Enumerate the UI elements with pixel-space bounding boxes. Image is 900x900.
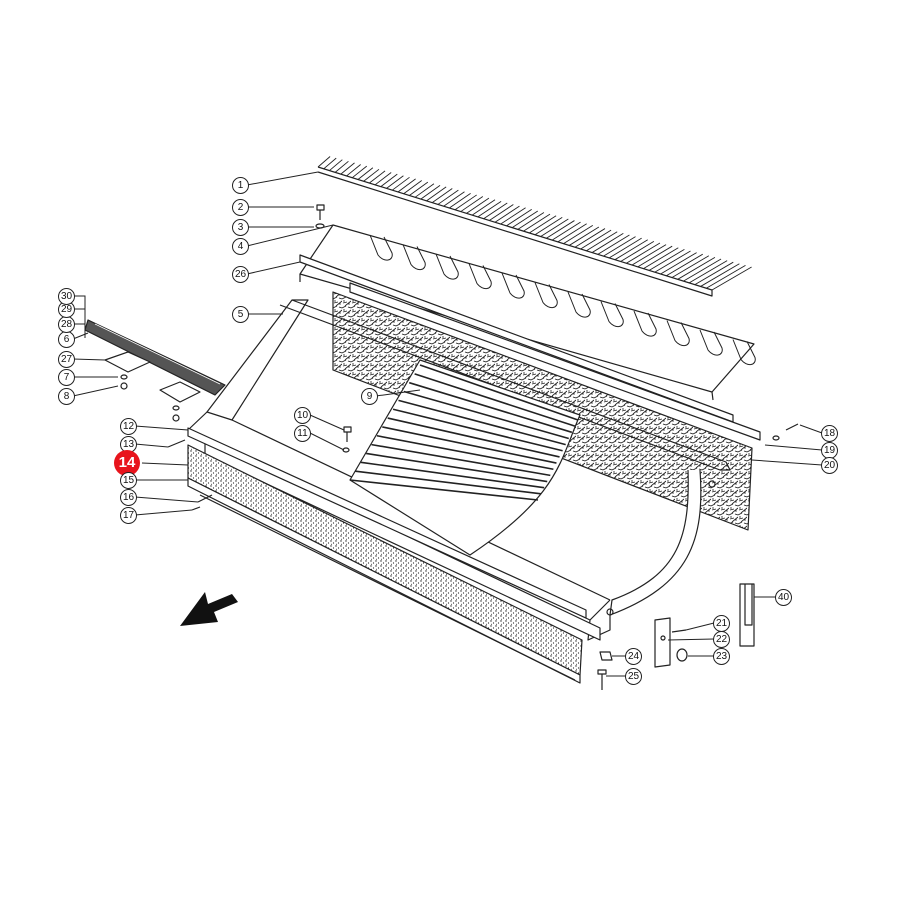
callout-3[interactable]: 3 <box>232 219 249 236</box>
callout-10[interactable]: 10 <box>294 407 311 424</box>
callout-40[interactable]: 40 <box>775 589 792 606</box>
callout-20[interactable]: 20 <box>821 457 838 474</box>
part-4-slotted-plate <box>299 224 756 401</box>
callout-23[interactable]: 23 <box>713 648 730 665</box>
part-5-frame <box>187 299 731 641</box>
part-27-plate <box>104 351 201 403</box>
callout-1[interactable]: 1 <box>232 177 249 194</box>
callout-16[interactable]: 16 <box>120 489 137 506</box>
callout-6[interactable]: 6 <box>58 331 75 348</box>
callout-22[interactable]: 22 <box>713 631 730 648</box>
part-9-concave <box>349 359 581 556</box>
part-15-front-strip <box>187 477 581 684</box>
part-40-bracket <box>739 583 755 647</box>
callout-17[interactable]: 17 <box>120 507 137 524</box>
callout-26[interactable]: 26 <box>232 266 249 283</box>
callout-27[interactable]: 27 <box>58 351 75 368</box>
callout-8[interactable]: 8 <box>58 388 75 405</box>
callout-15[interactable]: 15 <box>120 472 137 489</box>
callout-2[interactable]: 2 <box>232 199 249 216</box>
callout-28[interactable]: 28 <box>58 316 75 333</box>
leader-lines <box>72 171 823 677</box>
callout-9[interactable]: 9 <box>361 388 378 405</box>
fasteners <box>120 204 799 690</box>
callout-4[interactable]: 4 <box>232 238 249 255</box>
part-6-rasp-bar <box>84 319 226 396</box>
callout-18[interactable]: 18 <box>821 425 838 442</box>
part-19-rear-angle-rail <box>349 282 761 441</box>
callout-25[interactable]: 25 <box>625 668 642 685</box>
part-12-front-angle <box>187 427 587 619</box>
callout-12[interactable]: 12 <box>120 418 137 435</box>
callout-24[interactable]: 24 <box>625 648 642 665</box>
callout-30[interactable]: 30 <box>58 288 75 305</box>
callout-21[interactable]: 21 <box>713 615 730 632</box>
callout-7[interactable]: 7 <box>58 369 75 386</box>
callout-14[interactable]: 14 <box>114 450 140 476</box>
part-1-tine-comb <box>317 156 752 297</box>
direction-arrow-icon <box>180 592 238 626</box>
callout-5[interactable]: 5 <box>232 306 249 323</box>
callout-11[interactable]: 11 <box>294 425 311 442</box>
